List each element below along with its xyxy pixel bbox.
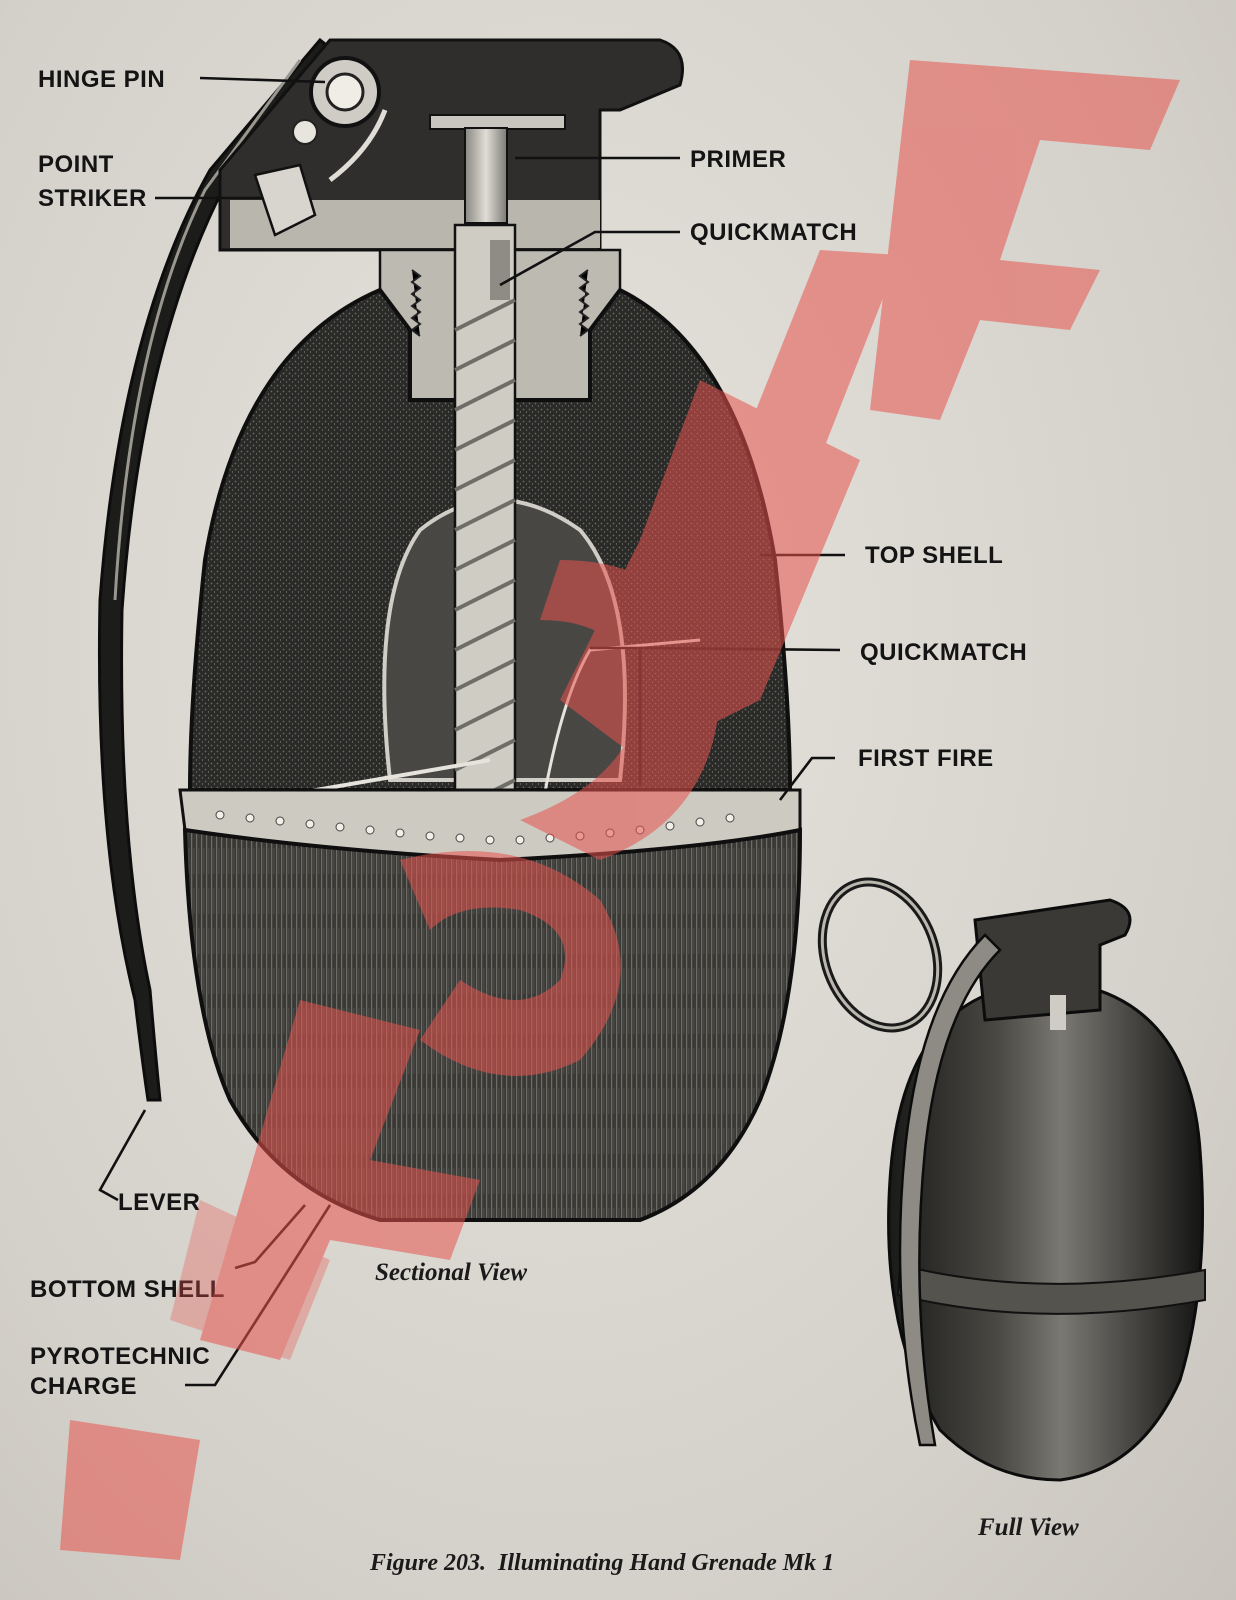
label-primer: PRIMER: [690, 146, 786, 173]
primer: [464, 127, 508, 224]
full-fuze: [973, 898, 1132, 1022]
label-lever: LEVER: [118, 1189, 201, 1216]
lever: [97, 37, 333, 1102]
label-bottom-shell: BOTTOM SHELL: [30, 1276, 225, 1303]
label-top-shell: TOP SHELL: [865, 542, 1003, 569]
label-point: POINT: [38, 151, 114, 178]
caption-full-view: Full View: [977, 1514, 1079, 1541]
full-view: [817, 877, 1206, 1482]
watermark: [60, 60, 1180, 1560]
labels: HINGE PIN POINT STRIKER PRIMER QUICKMATC…: [30, 66, 1027, 1400]
label-quickmatch-mid: QUICKMATCH: [860, 639, 1027, 666]
label-hinge-pin: HINGE PIN: [38, 66, 165, 93]
label-striker: STRIKER: [38, 185, 147, 212]
point-striker: [253, 163, 317, 237]
full-lever: [898, 933, 1002, 1447]
label-quickmatch-top: QUICKMATCH: [690, 219, 857, 246]
grenade-body: [887, 983, 1204, 1482]
figure-caption: Figure 203. Illuminating Hand Grenade Mk…: [369, 1550, 834, 1576]
label-charge: CHARGE: [30, 1373, 137, 1400]
label-pyrotechnic: PYROTECHNIC: [30, 1343, 210, 1370]
label-first-fire: FIRST FIRE: [858, 745, 994, 772]
caption-sectional-view: Sectional View: [375, 1259, 527, 1286]
